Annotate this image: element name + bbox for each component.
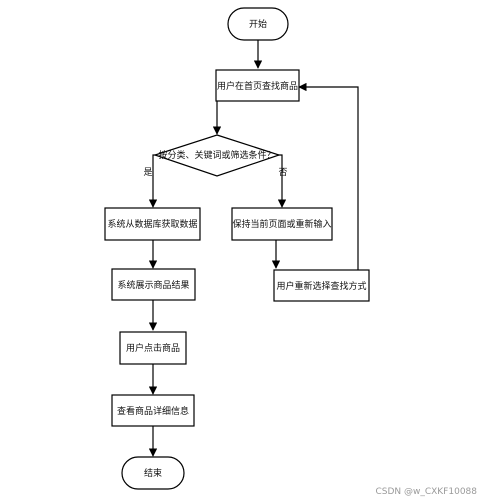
node-fetch-db: 系统从数据库获取数据 xyxy=(104,207,201,241)
edge-label-yes: 是 xyxy=(143,167,152,178)
click-product-label: 用户点击商品 xyxy=(126,342,180,354)
node-show-results: 系统展示商品结果 xyxy=(111,268,196,301)
fetch-db-label: 系统从数据库获取数据 xyxy=(107,218,197,230)
view-detail-label: 查看商品详细信息 xyxy=(117,405,189,417)
node-click-product: 用户点击商品 xyxy=(119,331,187,365)
show-results-label: 系统展示商品结果 xyxy=(117,279,189,291)
fetch-db-box xyxy=(104,207,201,241)
edge-reselect-loop xyxy=(298,82,359,271)
edge-label-no: 否 xyxy=(278,167,287,178)
node-start: 开始 xyxy=(227,7,289,41)
click-product-box xyxy=(119,331,187,365)
edge-decision-yes xyxy=(148,154,164,208)
view-detail-box xyxy=(111,394,195,427)
search-home-label: 用户在首页查找商品 xyxy=(217,80,298,92)
node-view-detail: 查看商品详细信息 xyxy=(111,394,195,427)
watermark-text: CSDN @w_CXKF10088 xyxy=(375,487,477,497)
node-end: 结束 xyxy=(121,456,185,490)
node-search-home: 用户在首页查找商品 xyxy=(215,69,300,102)
start-terminal-shape xyxy=(227,7,289,41)
node-keep-page: 保持当前页面或重新输入 xyxy=(231,207,333,241)
start-label: 开始 xyxy=(249,18,267,30)
node-decision: 按分类、关键词或筛选条件？ xyxy=(153,134,281,177)
keep-page-box xyxy=(231,207,333,241)
edge-decision-no xyxy=(273,154,287,208)
show-results-box xyxy=(111,268,196,301)
reselect-box xyxy=(273,269,370,302)
node-reselect: 用户重新选择查找方式 xyxy=(273,269,370,302)
decision-label: 按分类、关键词或筛选条件？ xyxy=(158,149,275,161)
keep-page-label: 保持当前页面或重新输入 xyxy=(232,218,331,230)
reselect-label: 用户重新选择查找方式 xyxy=(276,280,366,292)
end-terminal-shape xyxy=(121,456,185,490)
flowchart-edges xyxy=(148,40,359,457)
end-label: 结束 xyxy=(144,467,162,479)
search-home-box xyxy=(215,69,300,102)
decision-diamond xyxy=(153,134,281,177)
